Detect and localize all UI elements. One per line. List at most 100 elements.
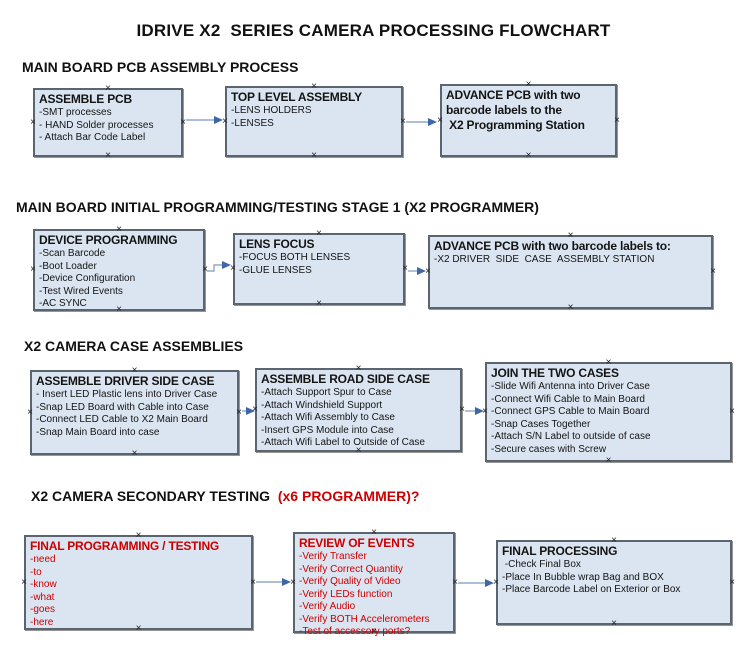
connection-point-icon: × xyxy=(230,263,236,274)
box-title: LENS FOCUS xyxy=(239,237,315,251)
connection-point-icon: × xyxy=(30,116,36,128)
connection-point-icon: × xyxy=(493,576,499,588)
box-item: -need xyxy=(30,554,56,565)
connection-point-icon: × xyxy=(131,365,138,376)
connection-point-icon: × xyxy=(371,626,377,637)
connection-point-icon: × xyxy=(525,79,532,90)
section-header-secondary-testing: X2 CAMERA SECONDARY TESTING (x6 PROGRAMM… xyxy=(31,488,419,504)
box-item: -LENSES xyxy=(231,117,274,129)
box-title: JOIN THE TWO CASES xyxy=(491,366,619,380)
box-item: -Verify LEDs function xyxy=(299,588,393,600)
connection-point-icon: × xyxy=(131,448,138,459)
box-item: -Verify BOTH Accelerometers xyxy=(299,613,430,625)
box-item: -GLUE LENSES xyxy=(239,264,312,276)
connection-point-icon: × xyxy=(437,114,443,126)
connection-point-icon: × xyxy=(567,302,574,313)
box-item: -FOCUS BOTH LENSES xyxy=(239,252,351,263)
box-item: -what xyxy=(30,591,55,603)
connection-point-icon: × xyxy=(250,576,256,588)
box-top-level-assembly[interactable]: × × × × TOP LEVEL ASSEMBLY -LENS HOLDERS… xyxy=(222,82,406,161)
box-review-of-events[interactable]: × × × × REVIEW OF EVENTS -Verify Transfe… xyxy=(290,527,458,638)
box-item: -Snap LED Board with Cable into Case xyxy=(36,401,209,413)
box-item: -to xyxy=(30,566,42,578)
box-device-programming[interactable]: × × × × DEVICE PROGRAMMING -Scan Barcode… xyxy=(30,224,208,315)
connection-point-icon: × xyxy=(729,406,735,417)
box-title: REVIEW OF EVENTS xyxy=(299,536,415,550)
box-item: -Place Barcode Label on Exterior or Box xyxy=(502,584,681,595)
box-item: -Attach S/N Label to outside of case xyxy=(491,431,651,442)
connection-point-icon: × xyxy=(452,576,458,588)
box-advance-pcb-to-driver-side-station[interactable]: × × × × ADVANCE PCB with two barcode lab… xyxy=(425,230,716,313)
box-item: -know xyxy=(30,579,57,590)
connection-point-icon: × xyxy=(202,264,208,275)
connection-point-icon: × xyxy=(425,266,431,277)
connection-point-icon: × xyxy=(614,114,620,126)
box-title: FINAL PROGRAMMING / TESTING xyxy=(30,539,220,553)
box-item: -here xyxy=(30,616,54,628)
box-assemble-pcb[interactable]: × × × × ASSEMBLE PCB -SMT processes - HA… xyxy=(30,83,186,161)
connection-point-icon: × xyxy=(567,230,574,241)
box-title: ADVANCE PCB with two barcode labels to: xyxy=(434,239,671,253)
box-item: -Attach Wifi Assembly to Case xyxy=(261,412,395,423)
box-item: -Snap Cases Together xyxy=(491,418,591,430)
connection-point-icon: × xyxy=(611,535,617,546)
box-assemble-driver-side-case[interactable]: × × × × ASSEMBLE DRIVER SIDE CASE - Inse… xyxy=(27,365,242,459)
box-title: TOP LEVEL ASSEMBLY xyxy=(231,90,362,104)
box-item: -Scan Barcode xyxy=(39,248,106,259)
connection-point-icon: × xyxy=(605,455,612,466)
box-item: -Test of accessory ports? xyxy=(299,626,411,637)
connection-point-icon: × xyxy=(27,406,33,418)
connection-point-icon: × xyxy=(135,530,142,541)
connection-point-icon: × xyxy=(105,83,111,94)
box-item: - Insert LED Plastic lens into Driver Ca… xyxy=(36,389,218,400)
box-item: -Insert GPS Module into Case xyxy=(261,424,394,436)
connection-point-icon: × xyxy=(30,264,36,275)
box-item: -Verify Quality of Video xyxy=(299,576,401,587)
box-advance-pcb-to-programming-station[interactable]: × × × × ADVANCE PCB with two barcode lab… xyxy=(437,79,620,161)
connection-point-icon: × xyxy=(355,445,362,456)
connection-point-icon: × xyxy=(371,527,377,538)
section-header-pcb-assembly: MAIN BOARD PCB ASSEMBLY PROCESS xyxy=(22,59,299,75)
connection-point-icon: × xyxy=(729,576,735,588)
connection-point-icon: × xyxy=(116,224,122,235)
connection-point-icon: × xyxy=(355,363,362,374)
box-item: - Attach Bar Code Label xyxy=(39,132,146,143)
box-item: -Verify Transfer xyxy=(299,551,367,562)
connection-point-icon: × xyxy=(482,406,488,417)
section-header-black-part: X2 CAMERA SECONDARY TESTING xyxy=(31,488,274,504)
box-item: -SMT processes xyxy=(39,107,112,118)
box-item: -Check Final Box xyxy=(502,559,581,570)
connection-point-icon: × xyxy=(611,618,617,629)
section-header-initial-programming: MAIN BOARD INITIAL PROGRAMMING/TESTING S… xyxy=(16,199,539,215)
box-lens-focus[interactable]: × × × × LENS FOCUS -FOCUS BOTH LENSES -G… xyxy=(230,228,408,309)
box-assemble-road-side-case[interactable]: × × × × ASSEMBLE ROAD SIDE CASE -Attach … xyxy=(252,363,465,456)
box-item: -Device Configuration xyxy=(39,273,136,284)
box-item: -goes xyxy=(30,604,56,615)
connection-point-icon: × xyxy=(135,623,142,634)
box-title: FINAL PROCESSING xyxy=(502,544,618,558)
box-final-processing[interactable]: × × × × FINAL PROCESSING -Check Final Bo… xyxy=(493,535,735,629)
box-title: DEVICE PROGRAMMING xyxy=(39,233,178,247)
box-item: -Connect GPS Cable to Main Board xyxy=(491,406,650,417)
box-item: -Test Wired Events xyxy=(39,285,123,297)
connection-point-icon: × xyxy=(525,150,532,161)
connection-point-icon: × xyxy=(252,404,258,415)
box-join-the-two-cases[interactable]: × × × × JOIN THE TWO CASES -Slide Wifi A… xyxy=(482,358,735,466)
box-item: -Place In Bubble wrap Bag and BOX xyxy=(502,571,664,583)
connector-arrow-elbow[interactable] xyxy=(207,261,231,272)
connection-point-icon: × xyxy=(311,150,317,161)
connection-point-icon: × xyxy=(236,406,242,418)
connection-point-icon: × xyxy=(402,263,408,274)
box-item: -X2 DRIVER SIDE CASE ASSEMBLY STATION xyxy=(434,254,655,265)
box-title: ASSEMBLE ROAD SIDE CASE xyxy=(261,372,430,386)
section-header-red-part: (x6 PROGRAMMER)? xyxy=(273,488,420,504)
box-item: - HAND Solder processes xyxy=(39,119,154,131)
box-final-programming-testing[interactable]: × × × × FINAL PROGRAMMING / TESTING -nee… xyxy=(21,530,256,634)
connection-point-icon: × xyxy=(290,576,296,588)
page-title: IDRIVE X2 SERIES CAMERA PROCESSING FLOWC… xyxy=(136,21,611,40)
connection-point-icon: × xyxy=(316,228,322,239)
section-header-case-assemblies: X2 CAMERA CASE ASSEMBLIES xyxy=(24,338,244,354)
box-title: ASSEMBLE DRIVER SIDE CASE xyxy=(36,374,215,388)
box-item: -Attach Wifi Label to Outside of Case xyxy=(261,437,425,448)
